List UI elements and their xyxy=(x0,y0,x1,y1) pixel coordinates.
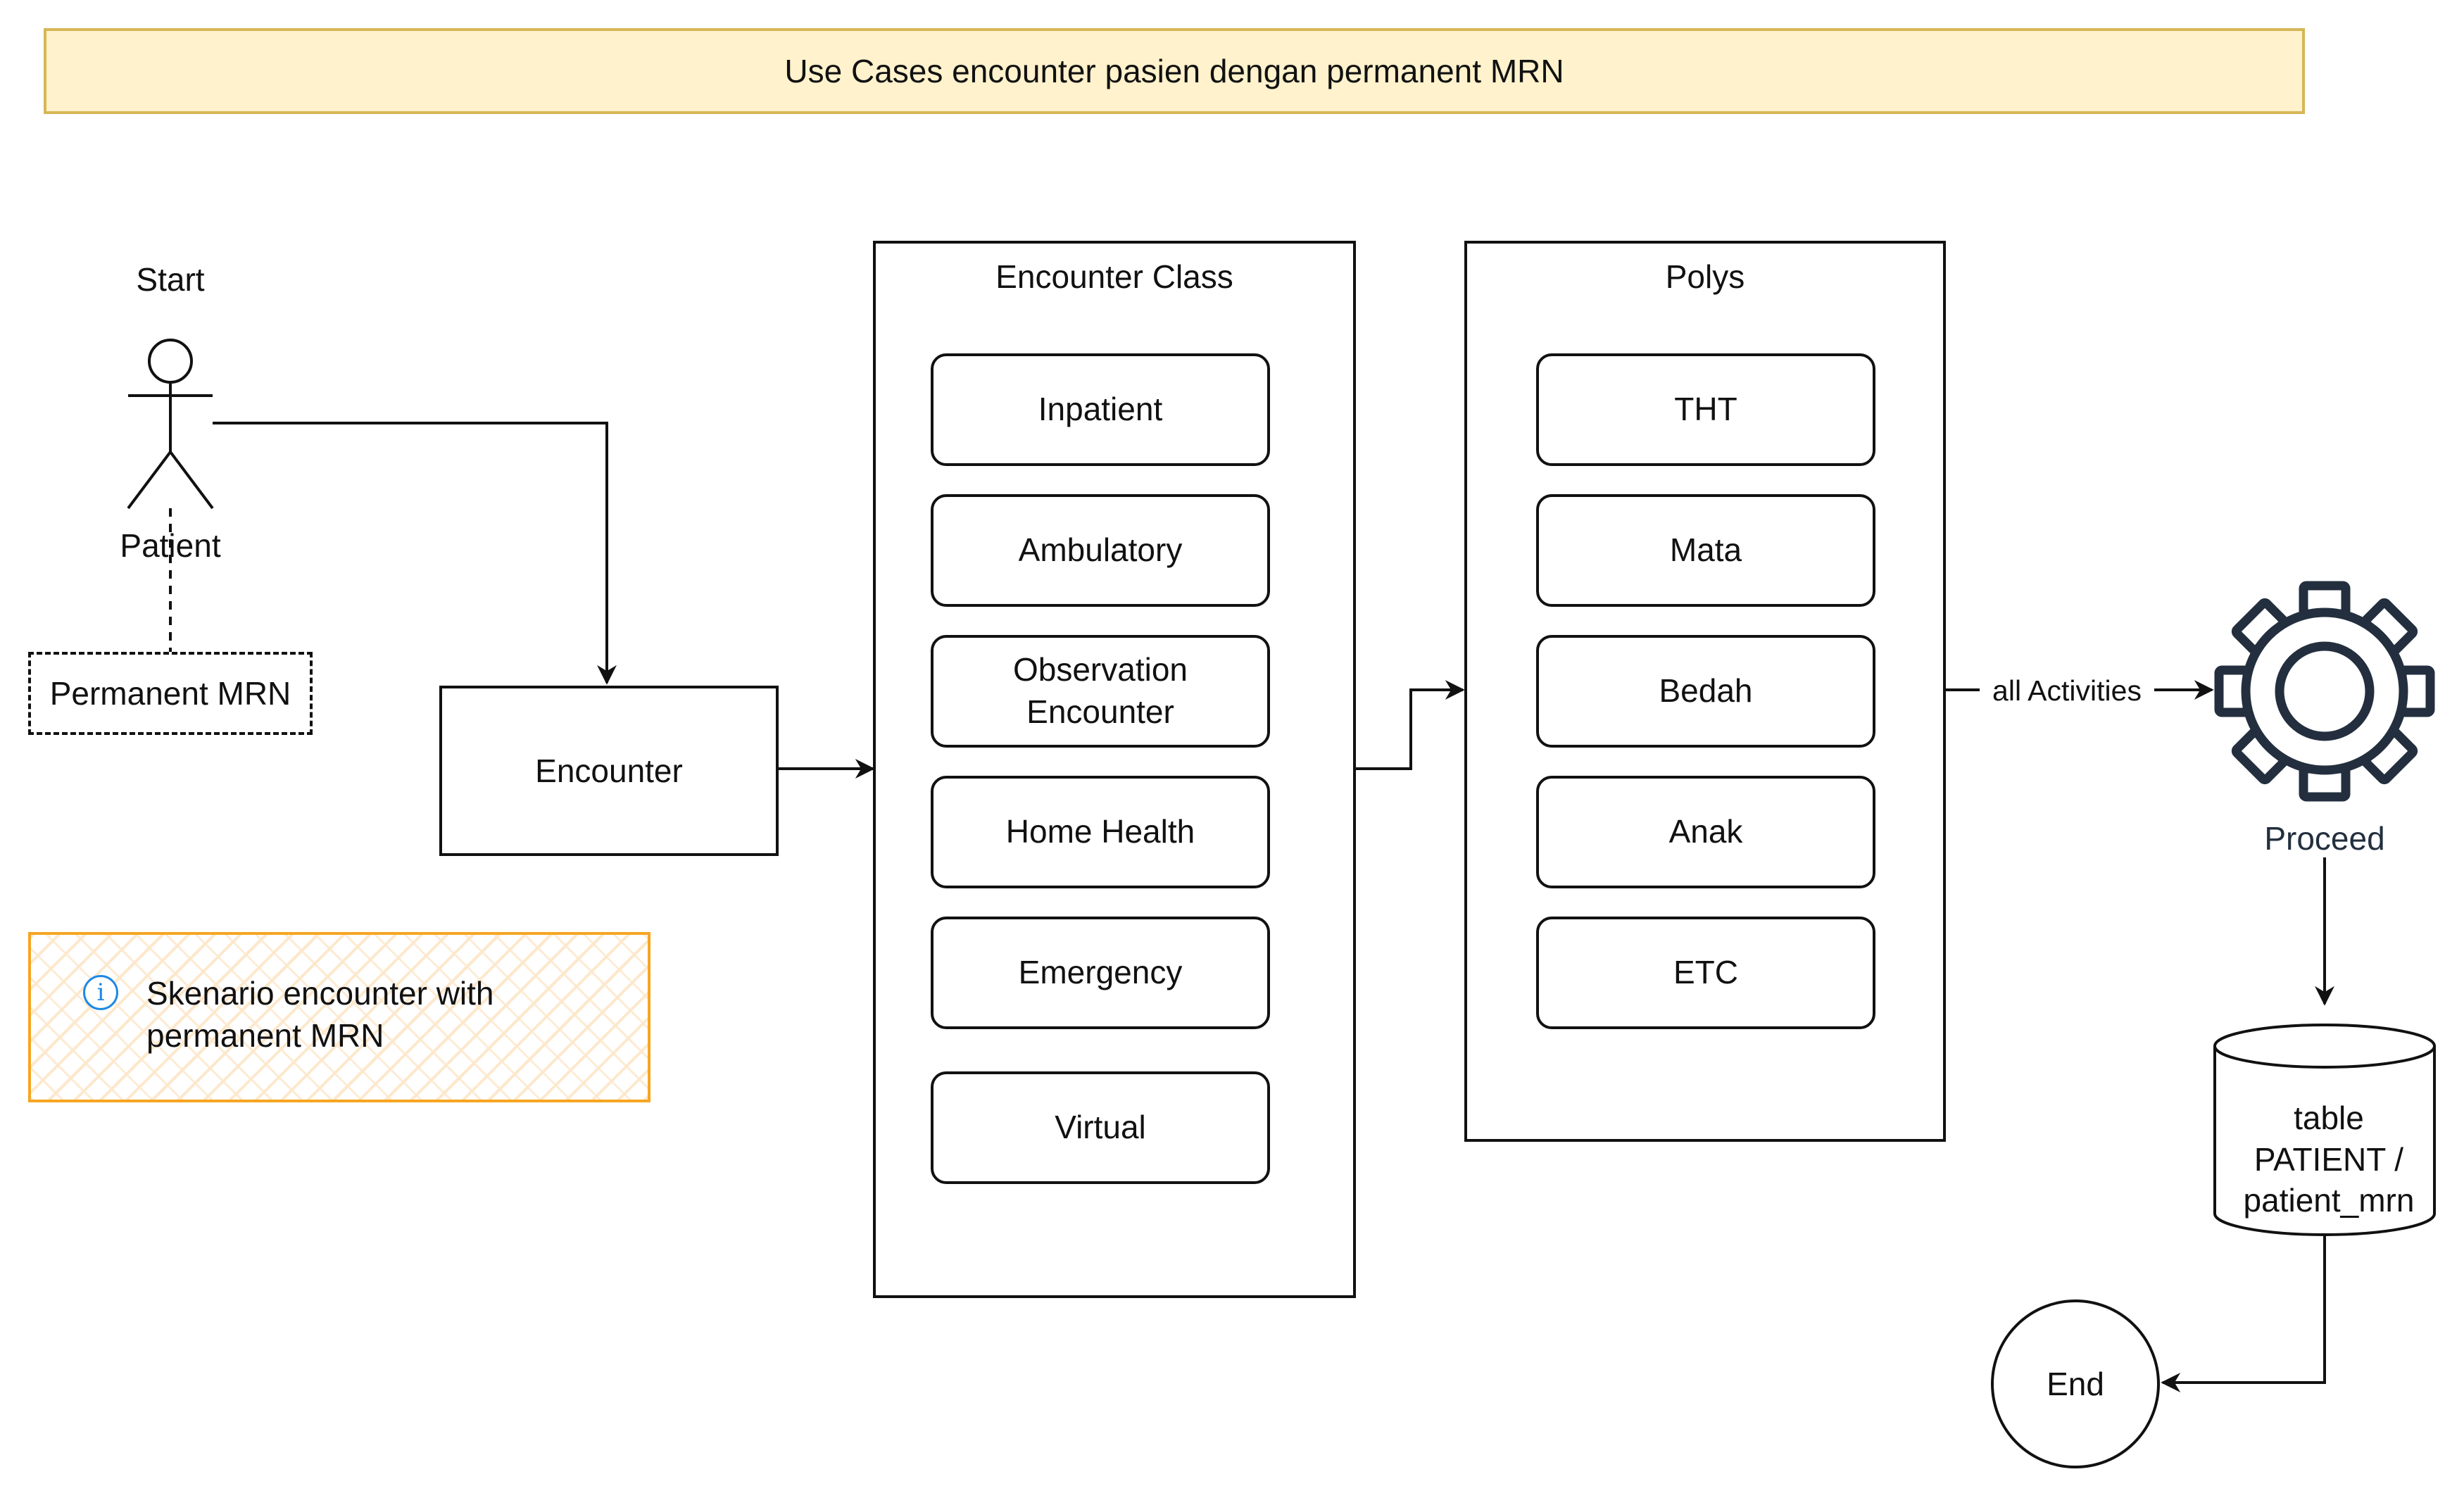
poly-item-label: ETC xyxy=(1673,954,1738,991)
poly-item-label: Bedah xyxy=(1659,672,1753,710)
info-note[interactable] xyxy=(28,932,650,1102)
poly-item-label: THT xyxy=(1674,391,1737,428)
diagram-title-banner: Use Cases encounter pasien dengan perman… xyxy=(44,28,2305,114)
poly-item-bedah[interactable]: Bedah xyxy=(1536,635,1875,748)
permanent-mrn-box[interactable]: Permanent MRN xyxy=(28,652,313,735)
start-label: Start xyxy=(136,261,205,298)
edge-class-to-polys xyxy=(1356,680,1465,770)
encounter-label: Encounter xyxy=(535,753,683,789)
poly-item-tht[interactable]: THT xyxy=(1536,353,1875,466)
poly-item-label: Mata xyxy=(1669,531,1742,569)
encounter-class-item-virtual[interactable]: Virtual xyxy=(931,1071,1270,1184)
info-note-text: Skenario encounter with permanent MRN xyxy=(146,975,494,1054)
info-icon: i xyxy=(83,975,118,1010)
end-label: End xyxy=(2047,1366,2104,1402)
poly-item-label: Anak xyxy=(1668,813,1743,850)
edge-label-all-activities: all Activities xyxy=(1980,672,2154,711)
encounter-class-item-ambulatory[interactable]: Ambulatory xyxy=(931,494,1270,607)
encounter-class-item-emergency[interactable]: Emergency xyxy=(931,917,1270,1029)
encounter-class-item-inpatient[interactable]: Inpatient xyxy=(931,353,1270,466)
encounter-class-item-home-health[interactable]: Home Health xyxy=(931,776,1270,888)
encounter-class-item-label: Observation Encounter xyxy=(1012,651,1188,730)
encounter-class-item-label: Home Health xyxy=(1005,813,1195,850)
database-cylinder[interactable] xyxy=(2213,1024,2436,1236)
gear-icon[interactable] xyxy=(2214,581,2435,802)
edge-database-to-end xyxy=(2161,1233,2326,1392)
permanent-mrn-label: Permanent MRN xyxy=(49,675,291,712)
end-node[interactable]: End xyxy=(1991,1299,2160,1468)
encounter-class-item-label: Emergency xyxy=(1018,954,1183,991)
edge-actor-to-encounter xyxy=(213,422,617,685)
encounter-class-item-label: Inpatient xyxy=(1038,391,1163,428)
actor-name-label: Patient xyxy=(120,527,221,565)
polys-title: Polys xyxy=(1665,258,1745,295)
encounter-box[interactable]: Encounter xyxy=(439,686,779,856)
encounter-class-item-observation-encounter[interactable]: Observation Encounter xyxy=(931,635,1270,748)
poly-item-mata[interactable]: Mata xyxy=(1536,494,1875,607)
database-label: table PATIENT / patient_mrn xyxy=(2243,1099,2415,1219)
diagram-title: Use Cases encounter pasien dengan perman… xyxy=(784,53,1564,89)
proceed-label: Proceed xyxy=(2264,820,2385,857)
actor-stick-figure[interactable] xyxy=(127,339,214,510)
poly-item-anak[interactable]: Anak xyxy=(1536,776,1875,888)
encounter-class-item-label: Virtual xyxy=(1055,1109,1146,1146)
poly-item-etc[interactable]: ETC xyxy=(1536,917,1875,1029)
encounter-class-item-label: Ambulatory xyxy=(1018,531,1183,569)
encounter-class-title: Encounter Class xyxy=(995,258,1233,295)
